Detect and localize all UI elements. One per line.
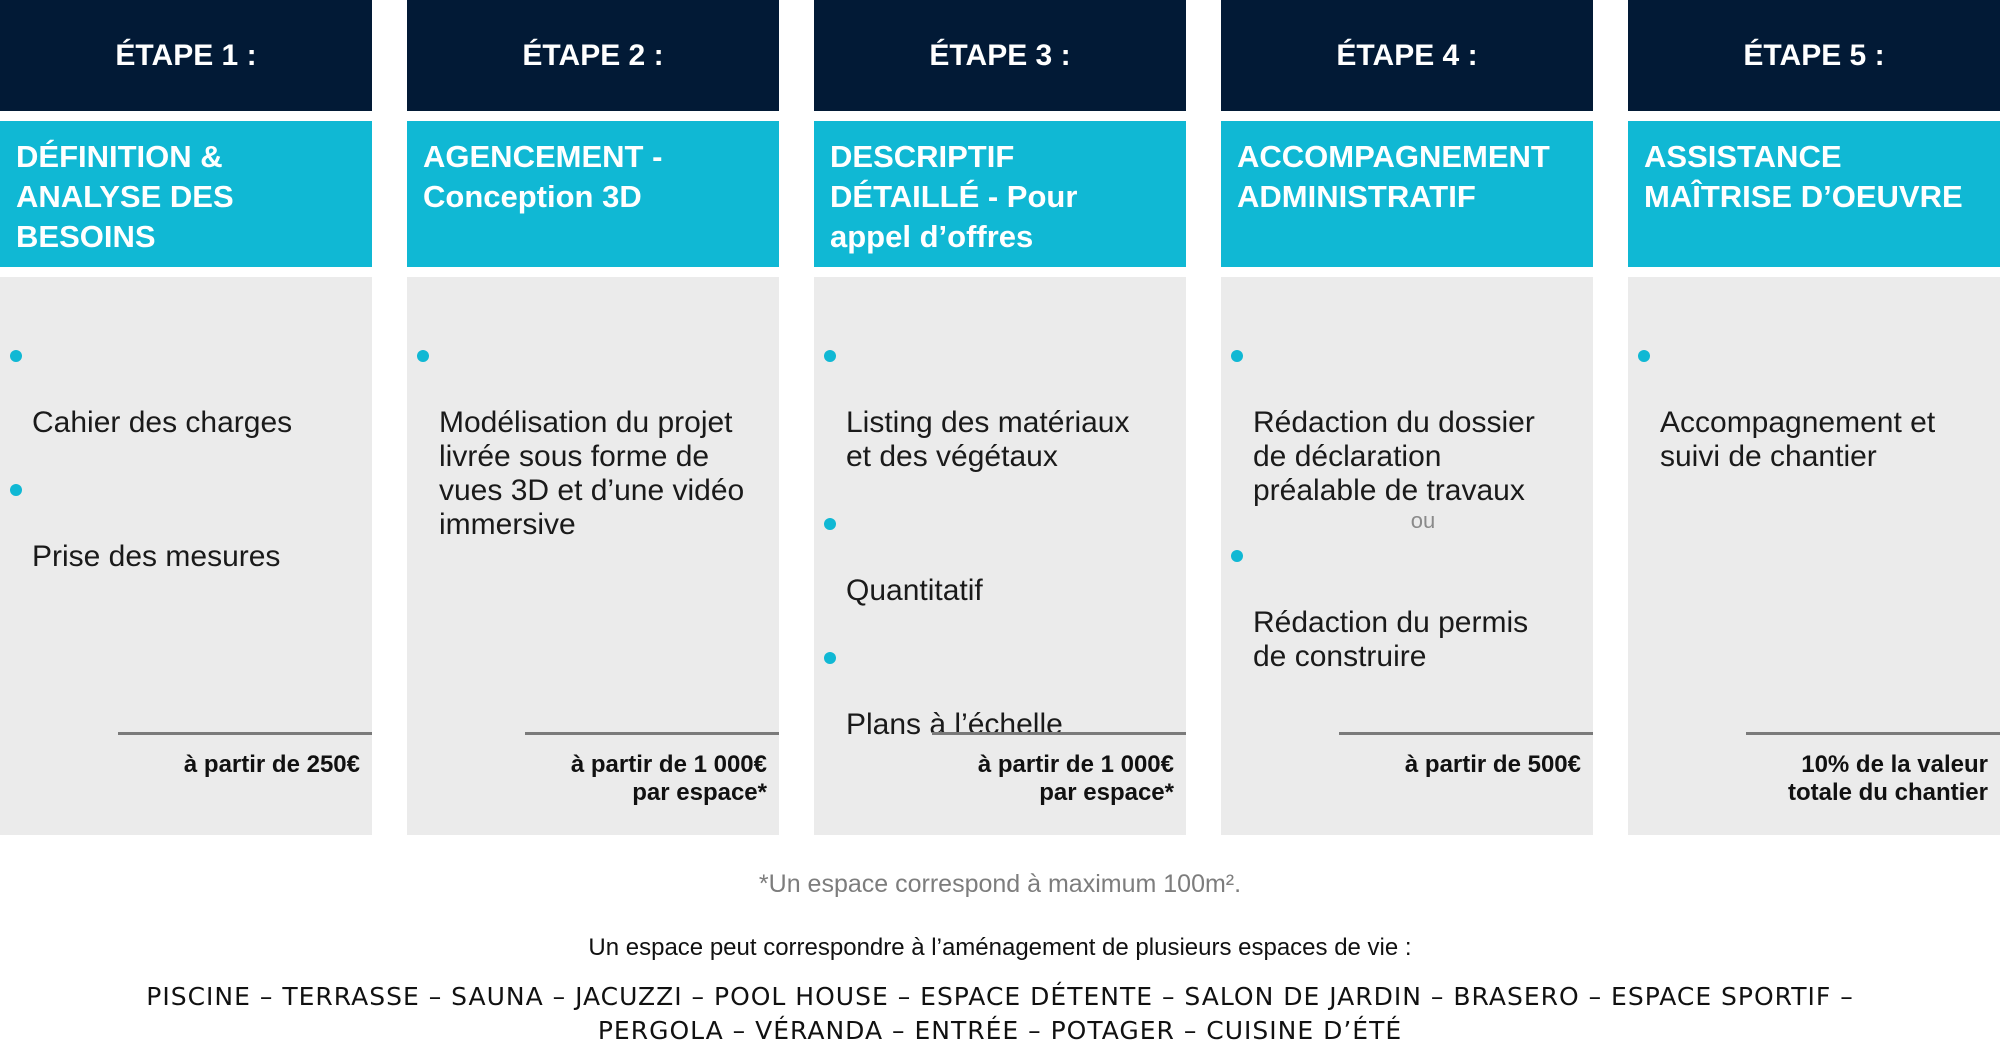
- list-item-text: Rédaction du permis de construire: [1253, 606, 1529, 673]
- list-item: Rédaction du dossier de déclaration préa…: [1231, 338, 1585, 508]
- bullet-icon: [417, 350, 429, 362]
- step-items: Accompagnement et suivi de chantier: [1638, 338, 1992, 506]
- spaces-list: PISCINE – TERRASSE – SAUNA – JACUZZI – P…: [146, 982, 1854, 1045]
- step-body: Cahier des charges Prise des mesures à p…: [0, 277, 372, 835]
- step-items: Listing des matériaux et des végétaux Qu…: [824, 338, 1178, 774]
- step-body: Modélisation du projet livrée sous forme…: [407, 277, 779, 835]
- list-item: Modélisation du projet livrée sous forme…: [417, 338, 771, 542]
- divider: [118, 732, 372, 735]
- divider: [525, 732, 779, 735]
- step-items: Rédaction du dossier de déclaration préa…: [1231, 338, 1585, 706]
- step-body: Listing des matériaux et des végétaux Qu…: [814, 277, 1186, 835]
- step-title: ASSISTANCE MAÎTRISE D’OEUVRE: [1628, 121, 2000, 267]
- step-title: DESCRIPTIF DÉTAILLÉ - Pour appel d’offre…: [814, 121, 1186, 267]
- list-item: Accompagnement et suivi de chantier: [1638, 338, 1992, 474]
- list-item-text: Accompagnement et suivi de chantier: [1660, 406, 1936, 473]
- step-items: Cahier des charges Prise des mesures: [10, 338, 364, 606]
- divider: [1339, 732, 1593, 735]
- list-item-text: Listing des matériaux et des végétaux: [846, 406, 1130, 473]
- list-item: Rédaction du permis de construire: [1231, 538, 1585, 674]
- list-item-text: Cahier des charges: [32, 406, 293, 439]
- list-item: Cahier des charges: [10, 338, 364, 440]
- bullet-icon: [1231, 550, 1243, 562]
- list-item-text: Quantitatif: [846, 574, 983, 607]
- step-body: Accompagnement et suivi de chantier 10% …: [1628, 277, 2000, 835]
- bullet-icon: [824, 652, 836, 664]
- list-item: Listing des matériaux et des végétaux: [824, 338, 1178, 474]
- step-title: DÉFINITION & ANALYSE DES BESOINS: [0, 121, 372, 267]
- bullet-icon: [824, 350, 836, 362]
- step-header: ÉTAPE 4 :: [1221, 0, 1593, 111]
- step-header: ÉTAPE 3 :: [814, 0, 1186, 111]
- list-item-text: Rédaction du dossier de déclaration préa…: [1253, 406, 1535, 507]
- list-item: Prise des mesures: [10, 472, 364, 574]
- price-label: à partir de 250€: [183, 751, 360, 778]
- bullet-icon: [1638, 350, 1650, 362]
- step-header: ÉTAPE 2 :: [407, 0, 779, 111]
- step-body: Rédaction du dossier de déclaration préa…: [1221, 277, 1593, 835]
- list-item: Plans à l’échelle: [824, 640, 1178, 742]
- spaces-intro: Un espace peut correspondre à l’aménagem…: [588, 934, 1412, 961]
- list-item: Quantitatif: [824, 506, 1178, 608]
- or-separator: ou: [1231, 508, 1585, 534]
- footnote: *Un espace correspond à maximum 100m².: [758, 870, 1242, 898]
- price-label: 10% de la valeur totale du chantier: [1787, 751, 1988, 806]
- list-item-text: Modélisation du projet livrée sous forme…: [439, 406, 745, 541]
- step-header: ÉTAPE 1 :: [0, 0, 372, 111]
- bullet-icon: [10, 484, 22, 496]
- bullet-icon: [1231, 350, 1243, 362]
- divider: [932, 732, 1186, 735]
- bullet-icon: [824, 518, 836, 530]
- list-item-text: Plans à l’échelle: [846, 708, 1063, 741]
- step-header: ÉTAPE 5 :: [1628, 0, 2000, 111]
- list-item-text: Prise des mesures: [32, 540, 281, 573]
- divider: [1746, 732, 2000, 735]
- price-label: à partir de 1 000€ par espace*: [977, 751, 1174, 806]
- bullet-icon: [10, 350, 22, 362]
- price-label: à partir de 500€: [1404, 751, 1581, 778]
- or-text: ou: [1410, 508, 1436, 533]
- step-title: AGENCEMENT - Conception 3D: [407, 121, 779, 267]
- step-items: Modélisation du projet livrée sous forme…: [417, 338, 771, 574]
- price-label: à partir de 1 000€ par espace*: [570, 751, 767, 806]
- step-title: ACCOMPAGNEMENT ADMINISTRATIF: [1221, 121, 1593, 267]
